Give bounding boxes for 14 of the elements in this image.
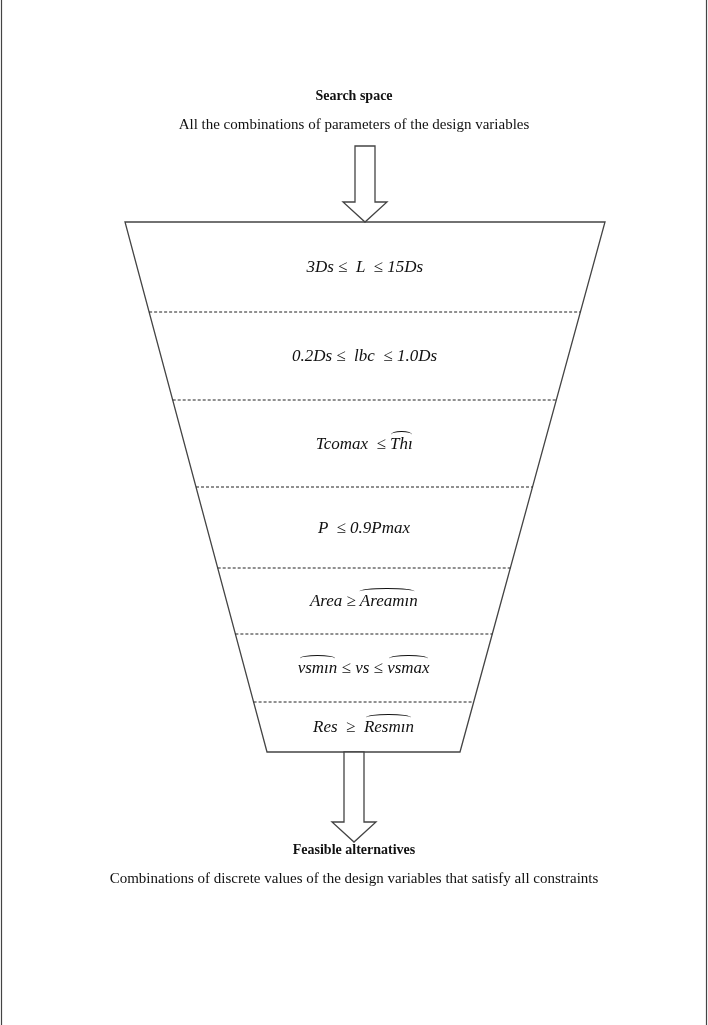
description-text: Combinations of discrete values of the design variables that satisfy all constraints (108, 869, 600, 888)
heading: Feasible alternatives (291, 842, 417, 858)
constraint-formula: 0.2Ds ≤ lbc ≤ 1.0Ds (291, 346, 438, 366)
constraint-formula: P ≤ 0.9Pmax (317, 517, 411, 538)
description-text: All the combinations of parameters of the design variables (177, 115, 531, 134)
constraint-formula: vsmın ≤ vs ≤ vsmax (297, 658, 430, 678)
constraint-formula: Area ≥ Areamın (309, 591, 418, 611)
heading: Search space (314, 88, 394, 104)
block-arrow (330, 751, 378, 843)
constraint-formula: 3Ds ≤ L ≤ 15Ds (306, 257, 424, 277)
constraint-formula: Tcomax ≤ Thı (315, 433, 413, 454)
funnel-shape (125, 222, 605, 752)
constraint-formula: Res ≥ Resmın (313, 717, 414, 737)
block-arrow (341, 145, 389, 223)
